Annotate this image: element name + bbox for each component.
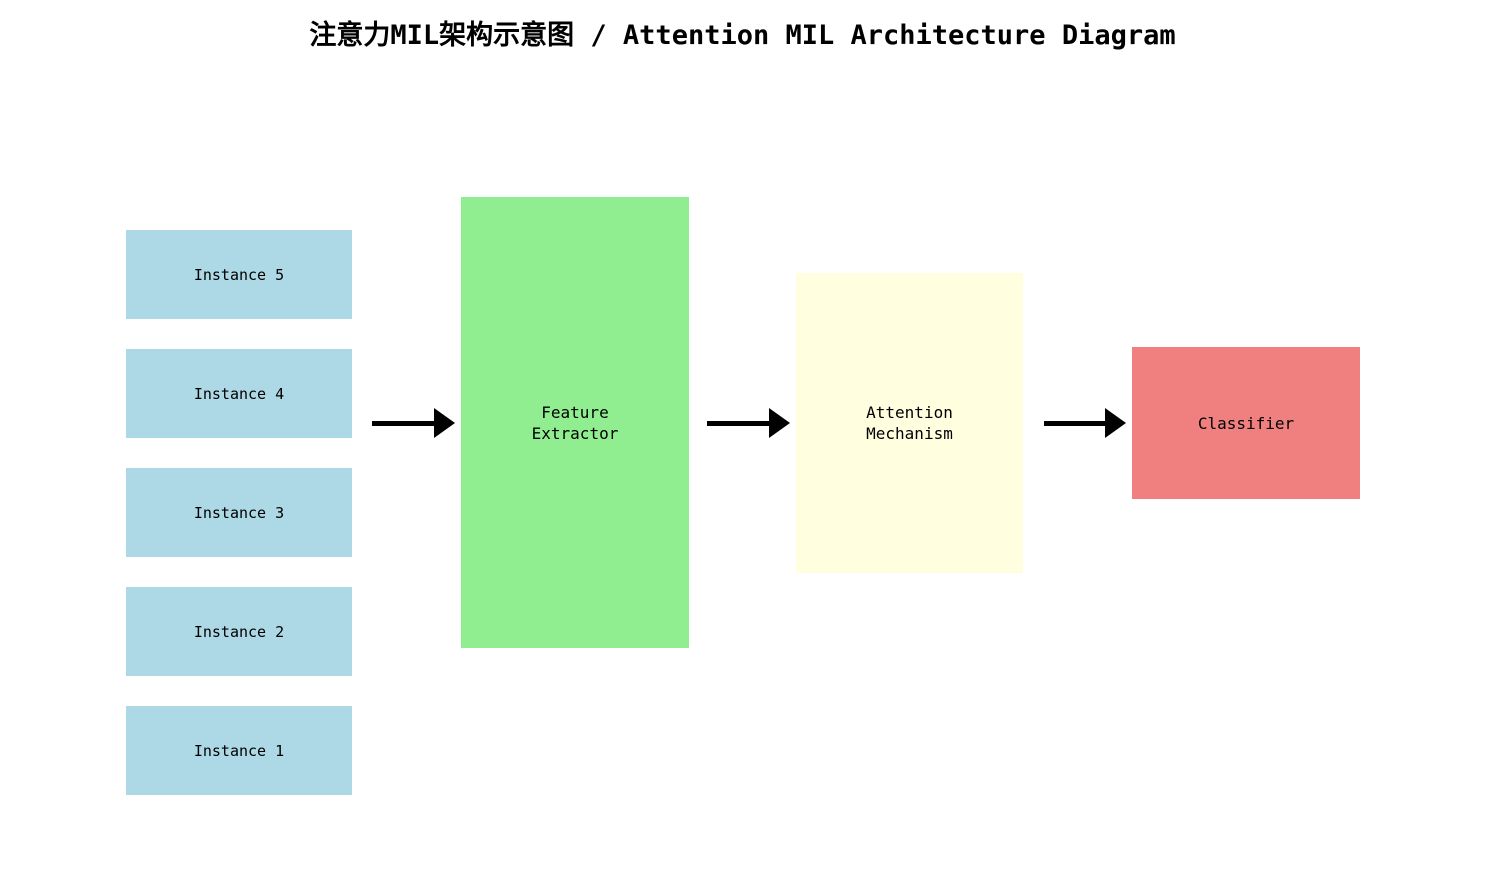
arrow-shaft <box>707 420 772 426</box>
attention-mechanism-box: Attention Mechanism <box>796 273 1023 573</box>
instance-box-3: Instance 3 <box>126 468 352 557</box>
instance-box-2: Instance 2 <box>126 587 352 676</box>
classifier-box: Classifier <box>1132 347 1360 499</box>
instance-label-2: Instance 2 <box>193 622 285 641</box>
instance-box-5: Instance 5 <box>126 230 352 319</box>
diagram-title: 注意力MIL架构示意图 / Attention MIL Architecture… <box>309 20 1176 51</box>
arrow-head-icon <box>434 408 455 438</box>
arrow-attention-to-classifier <box>1044 408 1126 438</box>
feature-extractor-box: Feature Extractor <box>461 197 689 648</box>
arrow-shaft <box>372 420 437 426</box>
instance-box-1: Instance 1 <box>126 706 352 795</box>
instance-label-1: Instance 1 <box>193 741 285 760</box>
feature-extractor-label: Feature Extractor <box>531 402 619 443</box>
instance-label-3: Instance 3 <box>193 503 285 522</box>
arrow-head-icon <box>1105 408 1126 438</box>
instance-label-5: Instance 5 <box>193 265 285 284</box>
arrow-instances-to-feature-extractor <box>372 408 455 438</box>
arrow-shaft <box>1044 420 1108 426</box>
instance-label-4: Instance 4 <box>193 384 285 403</box>
arrow-head-icon <box>769 408 790 438</box>
arrow-feature-extractor-to-attention <box>707 408 790 438</box>
instance-box-4: Instance 4 <box>126 349 352 438</box>
classifier-label: Classifier <box>1197 413 1295 433</box>
attention-mechanism-label: Attention Mechanism <box>866 403 953 443</box>
